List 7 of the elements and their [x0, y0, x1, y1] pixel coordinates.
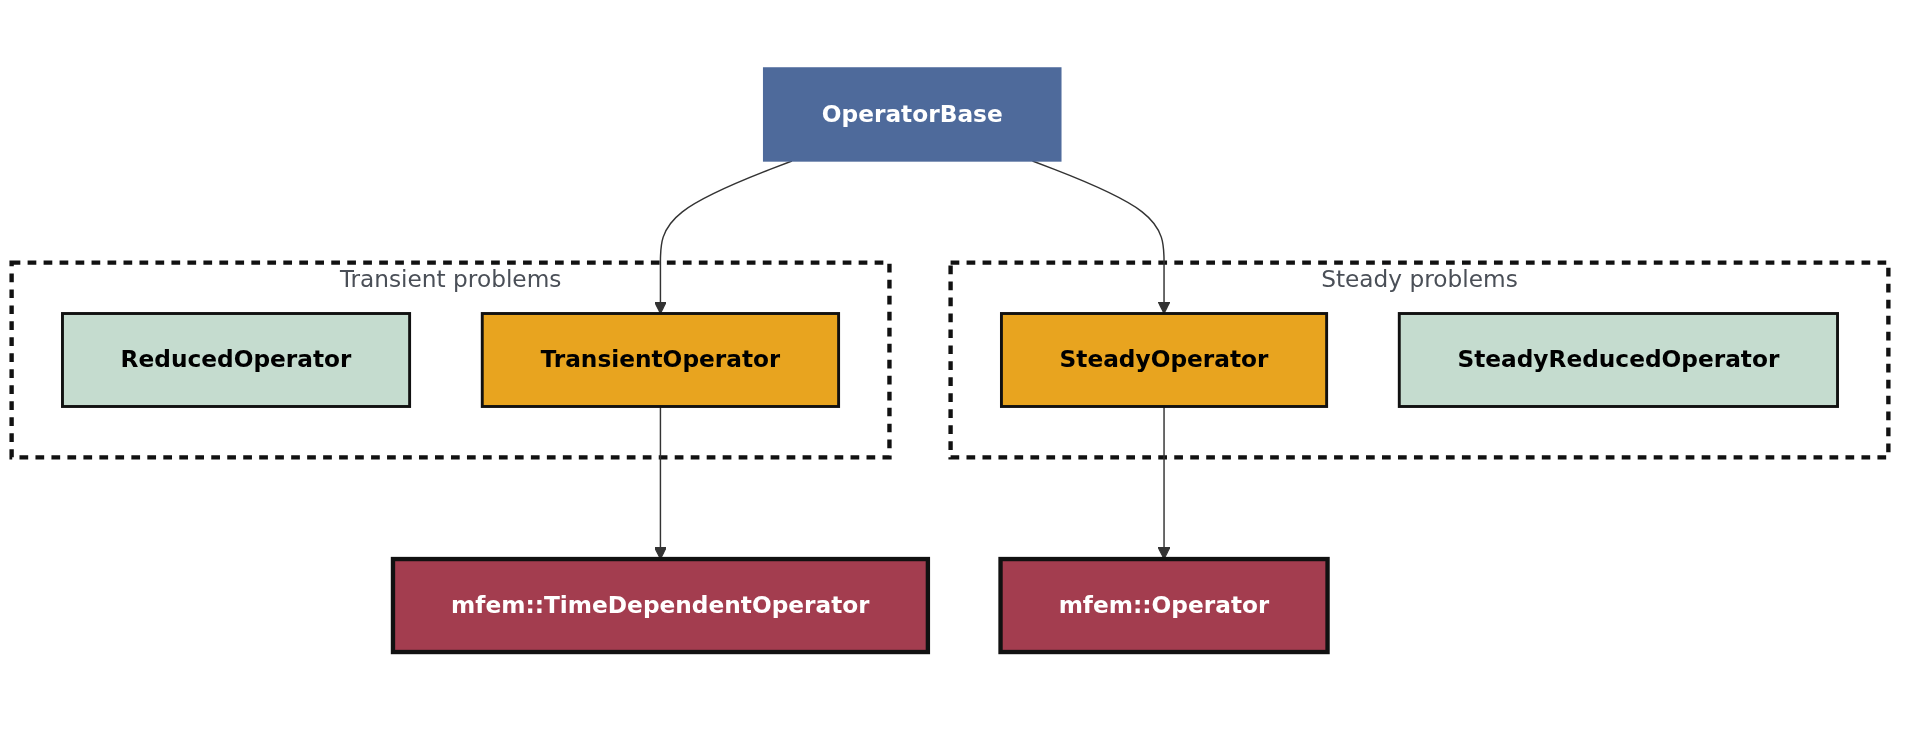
node-box: TransientOperator — [480, 312, 841, 408]
node-box: OperatorBase — [762, 67, 1062, 162]
node-box: ReducedOperator — [61, 312, 412, 408]
node-box: mfem::Operator — [998, 556, 1330, 655]
node-box: SteadyOperator — [1000, 312, 1329, 408]
node-box: SteadyReducedOperator — [1397, 312, 1839, 408]
node-box: mfem::TimeDependentOperator — [390, 556, 931, 655]
